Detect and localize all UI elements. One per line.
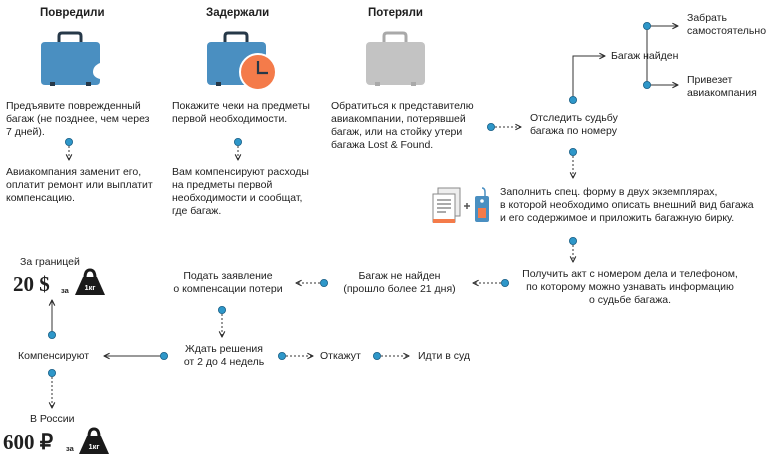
abroad-per: за — [61, 286, 69, 295]
delayed-step2: Вам компенсируют расходы на предметы пер… — [172, 166, 309, 217]
kettlebell-1kg-icon: 1кг — [78, 427, 110, 455]
flow-node — [643, 21, 652, 30]
connector-track-found — [572, 56, 605, 100]
pickup-text: Забрать самостоятельно — [687, 12, 767, 37]
delayed-step1: Покажите чеки на предметы первой необход… — [172, 100, 310, 125]
russia-amount: 600 ₽ — [3, 430, 54, 454]
damaged-step2: Авиакомпания заменит его, оплатит ремонт… — [6, 166, 153, 204]
russia-label: В России — [30, 413, 75, 425]
track-baggage-text: Отследить судьбу багажа по номеру — [530, 112, 618, 137]
abroad-label: За границей — [20, 256, 80, 268]
flow-node — [569, 236, 578, 245]
flow-node — [233, 137, 242, 146]
flow-node — [569, 147, 578, 156]
compensate-text: Компенсируют — [18, 350, 90, 362]
fill-form-text: Заполнить спец. форму в двух экземплярах… — [500, 186, 754, 224]
abroad-amount: 20 $ — [13, 272, 50, 296]
kettlebell-1kg-icon: 1кг — [74, 268, 106, 296]
suitcase-clock-icon — [207, 31, 277, 91]
weight-unit: 1кг — [84, 283, 96, 292]
flow-node — [643, 81, 652, 90]
russia-per: за — [66, 444, 74, 453]
flow-node — [569, 96, 578, 105]
damaged-step1: Предъявите поврежденный багаж (не поздне… — [6, 100, 150, 138]
flow-node — [65, 137, 74, 146]
lost-title: Потеряли — [368, 7, 423, 19]
flow-node — [48, 368, 57, 377]
wait-decision-text: Ждать решения от 2 до 4 недель — [183, 343, 265, 368]
delivered-text: Привезет авиакомпания — [687, 74, 757, 99]
suitcase-damaged-icon — [41, 31, 100, 86]
file-claim-text: Подать заявление о компенсации потери — [173, 270, 283, 295]
flow-node — [217, 305, 226, 314]
delayed-title: Задержали — [206, 7, 270, 19]
flow-node — [500, 278, 509, 287]
damaged-title: Повредили — [40, 7, 105, 19]
baggage-found-text: Багаж найден — [611, 50, 679, 62]
receive-act-text: Получить акт с номером дела и телефоном,… — [522, 268, 738, 306]
refuse-text: Откажут — [320, 350, 361, 362]
flow-node — [319, 278, 328, 287]
flow-node — [486, 123, 495, 132]
flow-node — [159, 351, 168, 360]
flow-node — [277, 351, 286, 360]
not-found-text: Багаж не найден (прошло более 21 дня) — [343, 270, 456, 295]
go-to-court-text: Идти в суд — [418, 350, 471, 362]
flow-node — [48, 330, 57, 339]
suitcase-gray-icon — [366, 31, 425, 86]
lost-step1: Обратиться к представителю авиакомпании,… — [331, 100, 474, 151]
weight-unit: 1кг — [88, 442, 100, 451]
document-plus-tag-icon — [432, 187, 489, 223]
flow-node — [372, 351, 381, 360]
